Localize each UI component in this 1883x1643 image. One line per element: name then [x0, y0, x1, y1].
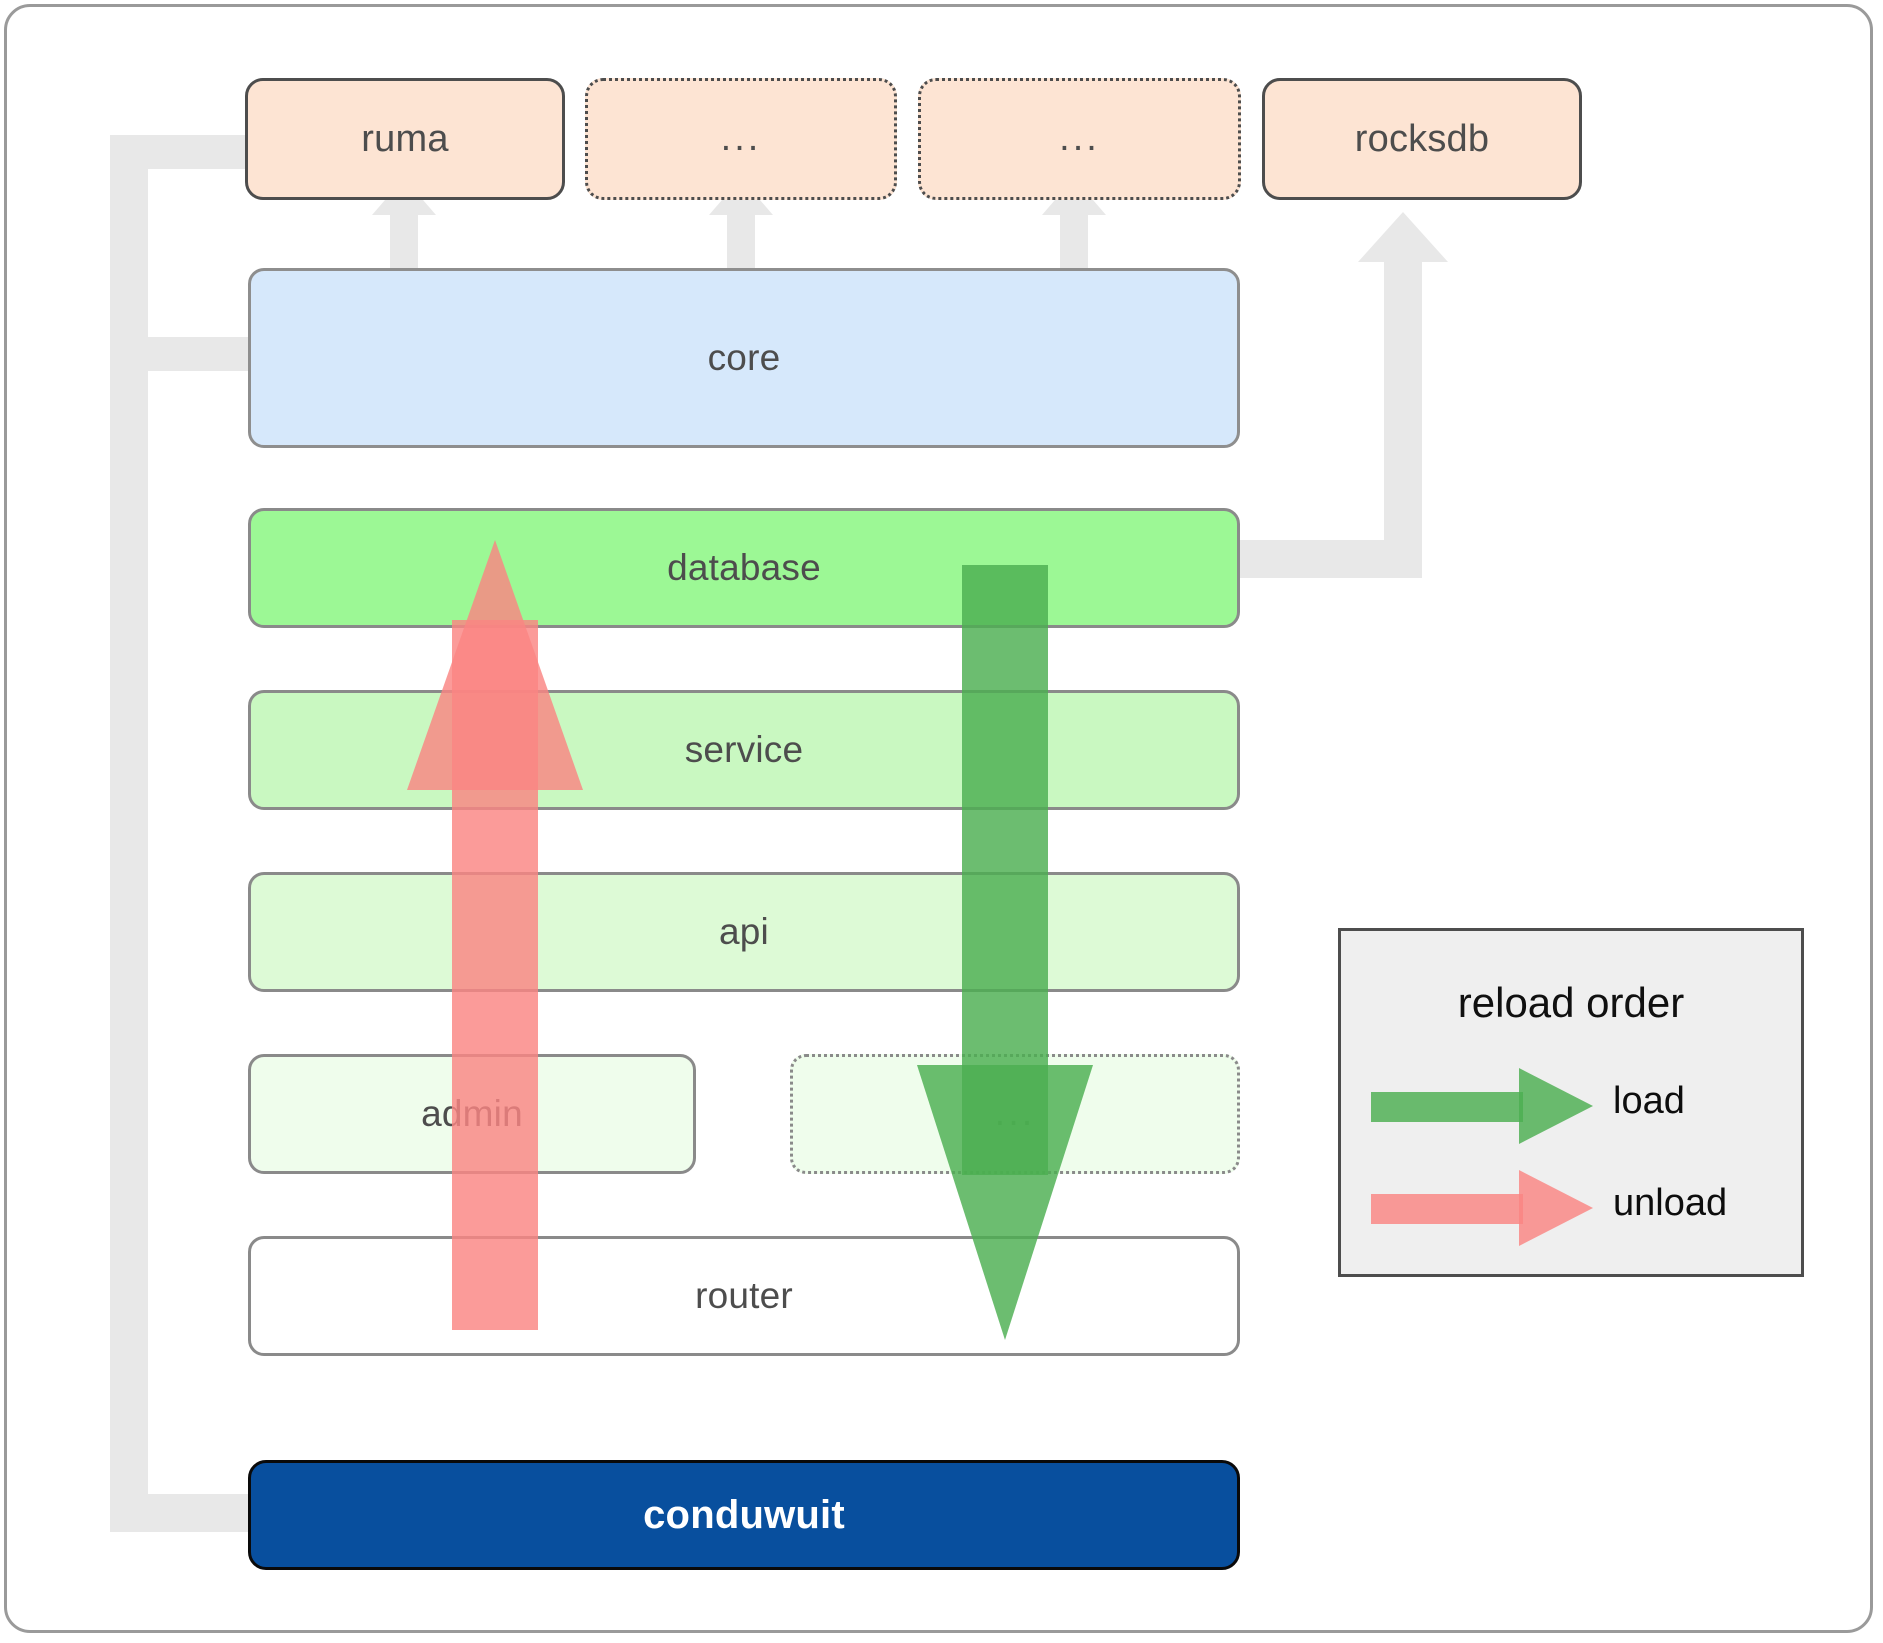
dependency-label-ruma: ruma: [361, 117, 449, 160]
dependency-box-ruma[interactable]: ruma: [245, 78, 565, 200]
layer-box-api[interactable]: api: [248, 872, 1240, 992]
layer-box-router[interactable]: router: [248, 1236, 1240, 1356]
dependency-box-placeholder-1[interactable]: ...: [585, 78, 897, 200]
layer-label-admin: admin: [421, 1093, 523, 1134]
dependency-label-rocksdb: rocksdb: [1354, 117, 1490, 160]
layer-box-database[interactable]: database: [248, 508, 1240, 628]
diagram-frame: [4, 4, 1873, 1633]
core-label: core: [707, 337, 781, 378]
legend-row-unload: unload: [1341, 1168, 1801, 1248]
legend-arrow-unload: [1371, 1170, 1593, 1246]
legend-panel: reload order load unload: [1338, 928, 1804, 1277]
layer-label-api: api: [719, 911, 769, 952]
layer-box-service[interactable]: service: [248, 690, 1240, 810]
legend-title: reload order: [1457, 979, 1685, 1026]
layer-label-database: database: [667, 547, 821, 588]
layer-label-service: service: [684, 729, 804, 770]
dependency-label-placeholder-2: ...: [1059, 117, 1100, 160]
layer-label-placeholder: ...: [994, 1092, 1036, 1135]
legend-row-load: load: [1341, 1066, 1801, 1146]
application-box-conduwuit[interactable]: conduwuit: [248, 1460, 1240, 1570]
legend-label-unload: unload: [1613, 1182, 1728, 1224]
legend-label-load: load: [1613, 1080, 1685, 1122]
layer-box-admin[interactable]: admin: [248, 1054, 696, 1174]
legend-arrow-load: [1371, 1068, 1593, 1144]
layer-box-placeholder[interactable]: ...: [790, 1054, 1240, 1174]
application-label: conduwuit: [643, 1492, 845, 1537]
layer-label-router: router: [695, 1275, 793, 1316]
dependency-label-placeholder-1: ...: [720, 117, 762, 160]
dependency-box-placeholder-2[interactable]: ...: [918, 78, 1241, 200]
core-box[interactable]: core: [248, 268, 1240, 448]
dependency-box-rocksdb[interactable]: rocksdb: [1262, 78, 1582, 200]
